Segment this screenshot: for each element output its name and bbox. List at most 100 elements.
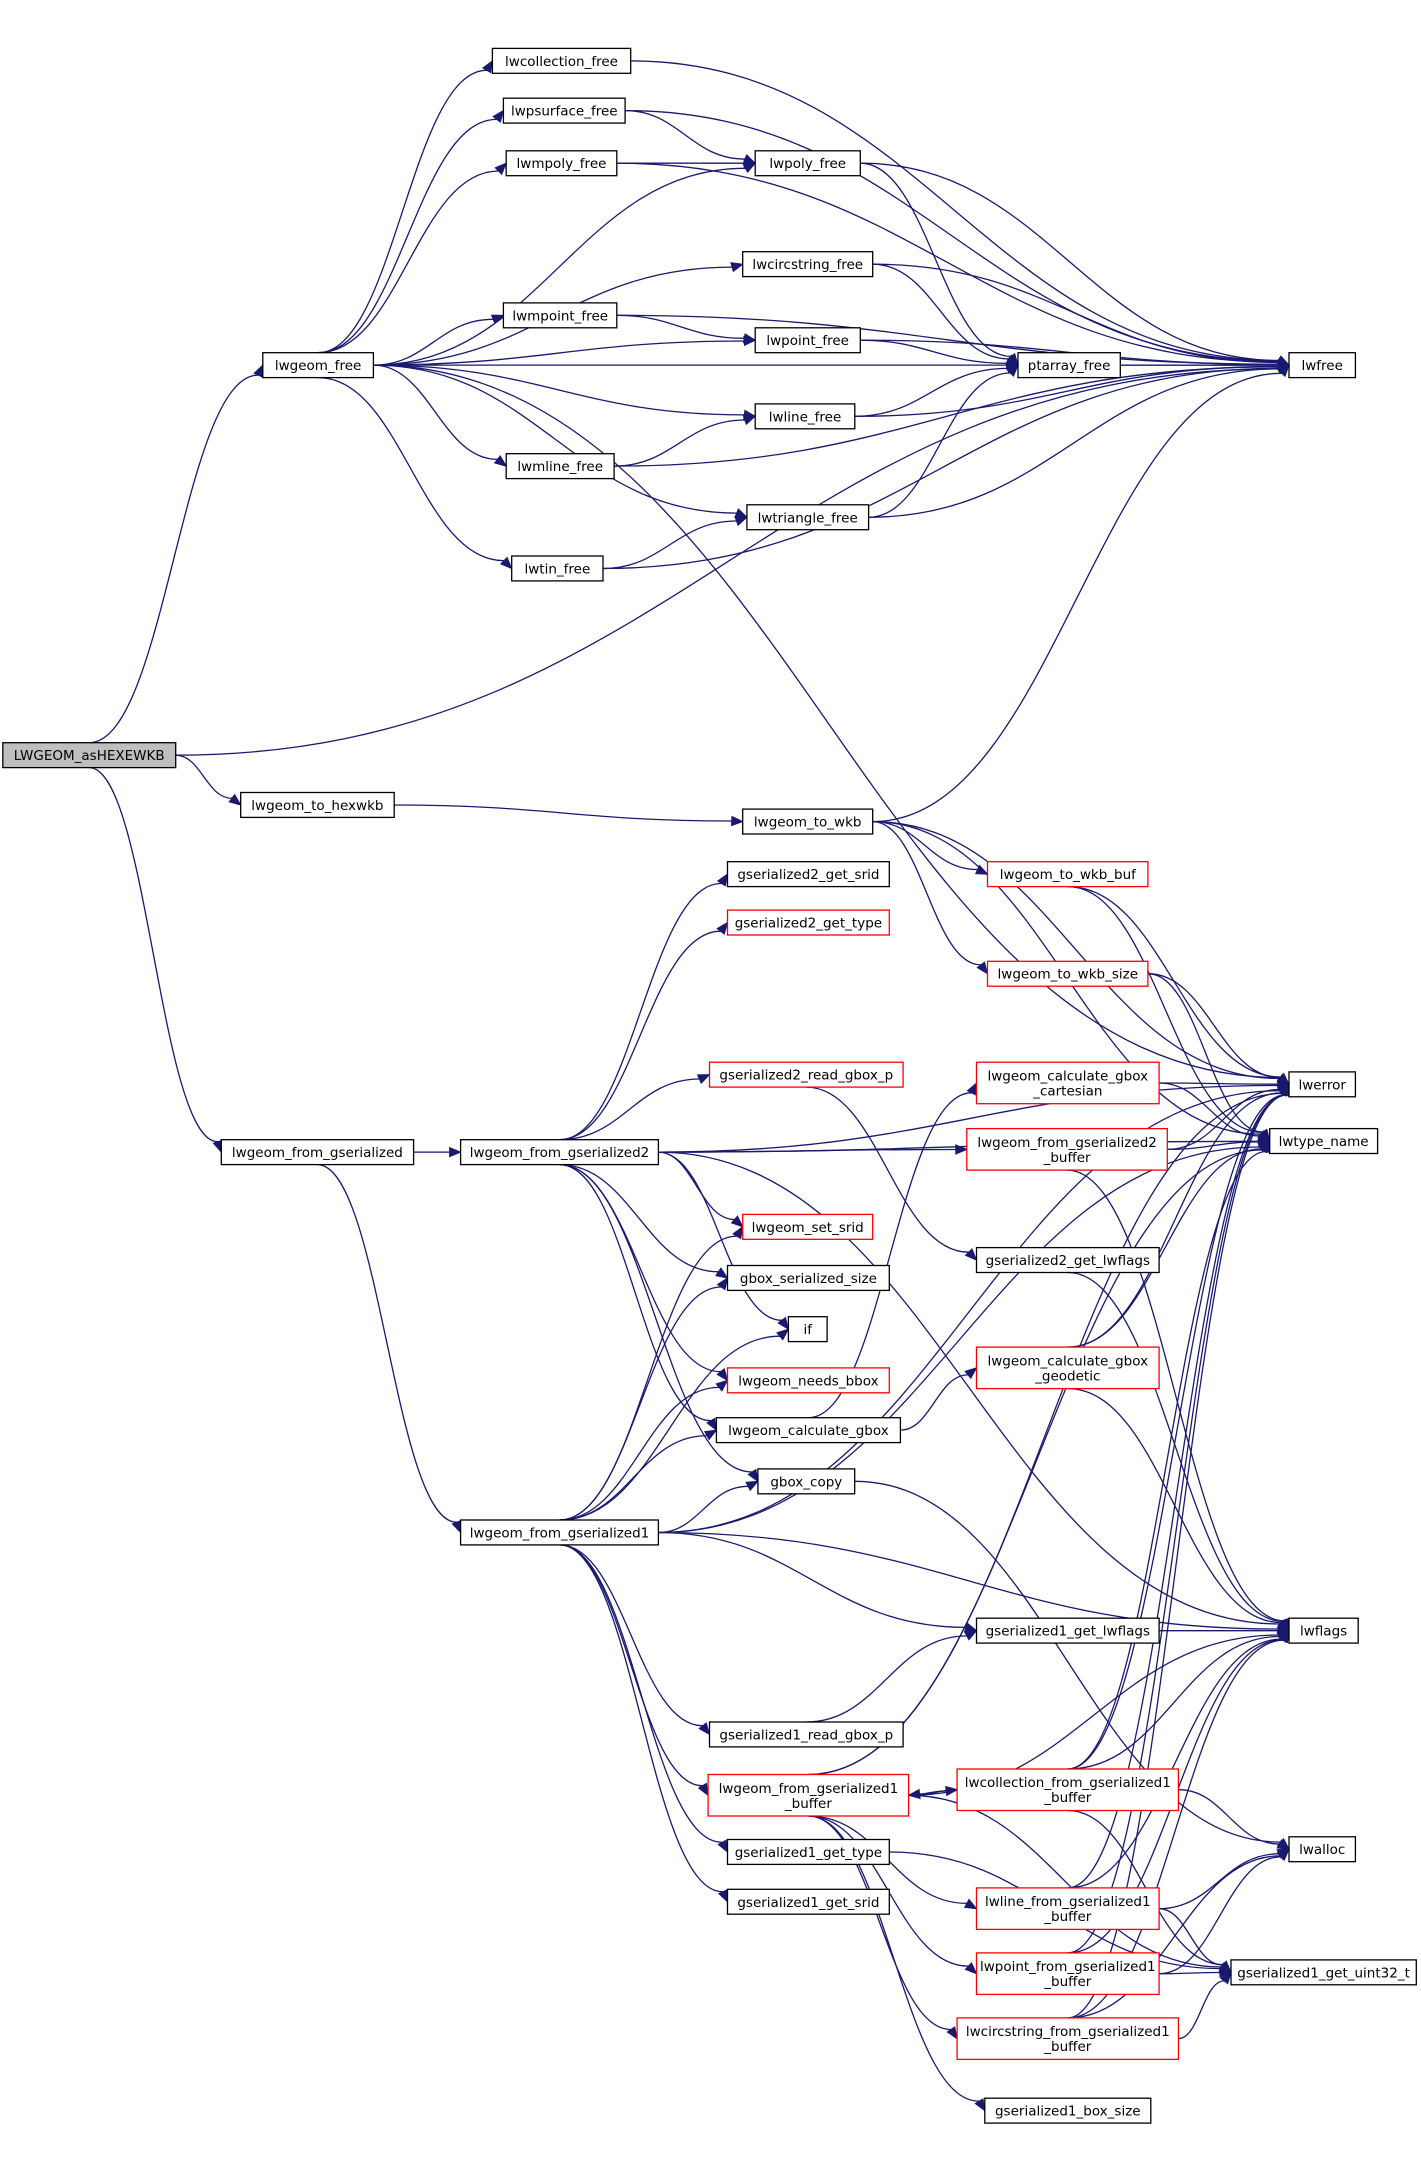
- node-gserialized1-get-srid[interactable]: gserialized1_get_srid: [726, 1888, 890, 1915]
- node-box[interactable]: [975, 1346, 1160, 1390]
- node-if[interactable]: if: [787, 1316, 828, 1343]
- node-box[interactable]: [742, 808, 874, 835]
- node-lwgeom-to-wkb-buf[interactable]: lwgeom_to_wkb_buf: [986, 861, 1149, 888]
- node-box[interactable]: [726, 1367, 890, 1394]
- node-ptarray-free[interactable]: ptarray_free: [1017, 352, 1121, 379]
- node-box[interactable]: [1230, 1959, 1417, 1986]
- node-box[interactable]: [975, 1246, 1160, 1274]
- node-lwgeom-from-gserialized2[interactable]: lwgeom_from_gserialized2: [459, 1139, 660, 1166]
- node-lwtriangle-free[interactable]: lwtriangle_free: [746, 504, 870, 531]
- node-box[interactable]: [726, 861, 890, 888]
- node-box[interactable]: [459, 1139, 660, 1166]
- node-lwpoint-free[interactable]: lwpoint_free: [754, 327, 861, 354]
- node-box[interactable]: [757, 1468, 856, 1495]
- node-lwmpoly-free[interactable]: lwmpoly_free: [505, 150, 618, 177]
- node-box[interactable]: [754, 403, 856, 430]
- node-box[interactable]: [707, 1773, 910, 1817]
- node-lwline-free[interactable]: lwline_free: [754, 403, 856, 430]
- node-box[interactable]: [975, 1617, 1160, 1644]
- node-box[interactable]: [505, 453, 615, 480]
- node-box[interactable]: [746, 504, 870, 531]
- node-box[interactable]: [708, 1721, 904, 1748]
- node-gserialized1-box-size[interactable]: gserialized1_box_size: [984, 2097, 1152, 2124]
- node-lwpoint-from-gserialized1-buffer[interactable]: lwpoint_from_gserialized1_buffer: [975, 1952, 1160, 1996]
- node-box[interactable]: [726, 1838, 890, 1866]
- node-gbox-serialized-size[interactable]: gbox_serialized_size: [726, 1264, 890, 1292]
- node-box[interactable]: [1288, 1836, 1357, 1863]
- node-box[interactable]: [2, 742, 177, 769]
- node-gserialized1-read-gbox-p[interactable]: gserialized1_read_gbox_p: [708, 1721, 904, 1748]
- node-lwgeom-calculate-gbox-geodetic[interactable]: lwgeom_calculate_gbox_geodetic: [975, 1346, 1160, 1390]
- node-box[interactable]: [754, 150, 861, 177]
- node-box[interactable]: [986, 960, 1149, 987]
- node-gbox-copy[interactable]: gbox_copy: [757, 1468, 856, 1495]
- node-lwmpoint-free[interactable]: lwmpoint_free: [502, 302, 618, 329]
- node-box[interactable]: [986, 861, 1149, 888]
- node-lwpoly-free[interactable]: lwpoly_free: [754, 150, 861, 177]
- node-lwgeom-needs-bbox[interactable]: lwgeom_needs_bbox: [726, 1367, 890, 1394]
- node-box[interactable]: [1017, 352, 1121, 379]
- node-box[interactable]: [502, 97, 626, 124]
- node-box[interactable]: [984, 2097, 1152, 2124]
- node-box[interactable]: [708, 1061, 904, 1088]
- node-box[interactable]: [1269, 1127, 1379, 1155]
- node-box[interactable]: [956, 2017, 1180, 2061]
- node-gserialized1-get-uint32-t[interactable]: gserialized1_get_uint32_t: [1230, 1959, 1417, 1986]
- node-lwpsurface-free[interactable]: lwpsurface_free: [502, 97, 626, 124]
- node-lwgeom-from-gserialized[interactable]: lwgeom_from_gserialized: [220, 1139, 415, 1166]
- node-lwgeom-calculate-gbox[interactable]: lwgeom_calculate_gbox: [715, 1417, 902, 1444]
- node-box[interactable]: [505, 150, 618, 177]
- node-lwerror[interactable]: lwerror: [1288, 1071, 1357, 1098]
- node-lwflags[interactable]: lwflags: [1288, 1617, 1359, 1644]
- node-lwgeom-calculate-gbox-cartesian[interactable]: lwgeom_calculate_gbox_cartesian: [975, 1061, 1160, 1105]
- node-lwcollection-from-gserialized1-buffer[interactable]: lwcollection_from_gserialized1_buffer: [956, 1768, 1180, 1812]
- node-gserialized2-get-srid[interactable]: gserialized2_get_srid: [726, 861, 890, 888]
- node-lwgeom-free[interactable]: lwgeom_free: [262, 352, 375, 379]
- node-lwgeom-from-gserialized2-buffer[interactable]: lwgeom_from_gserialized2_buffer: [966, 1127, 1168, 1171]
- node-gserialized2-get-lwflags[interactable]: gserialized2_get_lwflags: [975, 1246, 1160, 1274]
- node-box[interactable]: [459, 1519, 660, 1546]
- node-box[interactable]: [1288, 1071, 1357, 1098]
- node-box[interactable]: [975, 1952, 1160, 1996]
- node-lwcollection-free[interactable]: lwcollection_free: [491, 47, 632, 74]
- node-box[interactable]: [726, 909, 890, 936]
- node-box[interactable]: [511, 555, 604, 582]
- node-box[interactable]: [975, 1061, 1160, 1105]
- node-box[interactable]: [726, 1888, 890, 1915]
- node-lwgeom-to-wkb-size[interactable]: lwgeom_to_wkb_size: [986, 960, 1149, 987]
- node-lwgeom-to-hexwkb[interactable]: lwgeom_to_hexwkb: [240, 791, 395, 819]
- node-lwtin-free[interactable]: lwtin_free: [511, 555, 604, 582]
- node-lwgeom-to-wkb[interactable]: lwgeom_to_wkb: [742, 808, 874, 835]
- node-lwgeom-set-srid[interactable]: lwgeom_set_srid: [742, 1213, 874, 1240]
- node-lwgeom-from-gserialized1-buffer[interactable]: lwgeom_from_gserialized1_buffer: [707, 1773, 910, 1817]
- node-lwtype-name[interactable]: lwtype_name: [1269, 1127, 1379, 1155]
- node-box[interactable]: [220, 1139, 415, 1166]
- node-lwcircstring-free[interactable]: lwcircstring_free: [742, 251, 874, 278]
- node-box[interactable]: [754, 327, 861, 354]
- node-lwline-from-gserialized1-buffer[interactable]: lwline_from_gserialized1_buffer: [975, 1887, 1160, 1931]
- node-lwmline-free[interactable]: lwmline_free: [505, 453, 615, 480]
- node-gserialized1-get-lwflags[interactable]: gserialized1_get_lwflags: [975, 1617, 1160, 1644]
- node-box[interactable]: [1288, 352, 1357, 379]
- node-box[interactable]: [742, 251, 874, 278]
- node-box[interactable]: [262, 352, 375, 379]
- node-box[interactable]: [966, 1127, 1168, 1171]
- node-gserialized2-read-gbox-p[interactable]: gserialized2_read_gbox_p: [708, 1061, 904, 1088]
- node-lwalloc[interactable]: lwalloc: [1288, 1836, 1357, 1863]
- node-root[interactable]: LWGEOM_asHEXEWKB: [2, 742, 177, 769]
- node-lwcircstring-from-gserialized1-buffer[interactable]: lwcircstring_from_gserialized1_buffer: [956, 2017, 1180, 2061]
- node-gserialized1-get-type[interactable]: gserialized1_get_type: [726, 1838, 890, 1866]
- node-lwfree[interactable]: lwfree: [1288, 352, 1357, 379]
- node-box[interactable]: [502, 302, 618, 329]
- node-lwgeom-from-gserialized1[interactable]: lwgeom_from_gserialized1: [459, 1519, 660, 1546]
- node-box[interactable]: [742, 1213, 874, 1240]
- node-gserialized2-get-type[interactable]: gserialized2_get_type: [726, 909, 890, 936]
- node-box[interactable]: [956, 1768, 1180, 1812]
- node-box[interactable]: [1288, 1617, 1359, 1644]
- node-box[interactable]: [975, 1887, 1160, 1931]
- node-box[interactable]: [787, 1316, 828, 1343]
- node-box[interactable]: [240, 791, 395, 819]
- node-box[interactable]: [726, 1264, 890, 1292]
- node-box[interactable]: [715, 1417, 902, 1444]
- node-box[interactable]: [491, 47, 632, 74]
